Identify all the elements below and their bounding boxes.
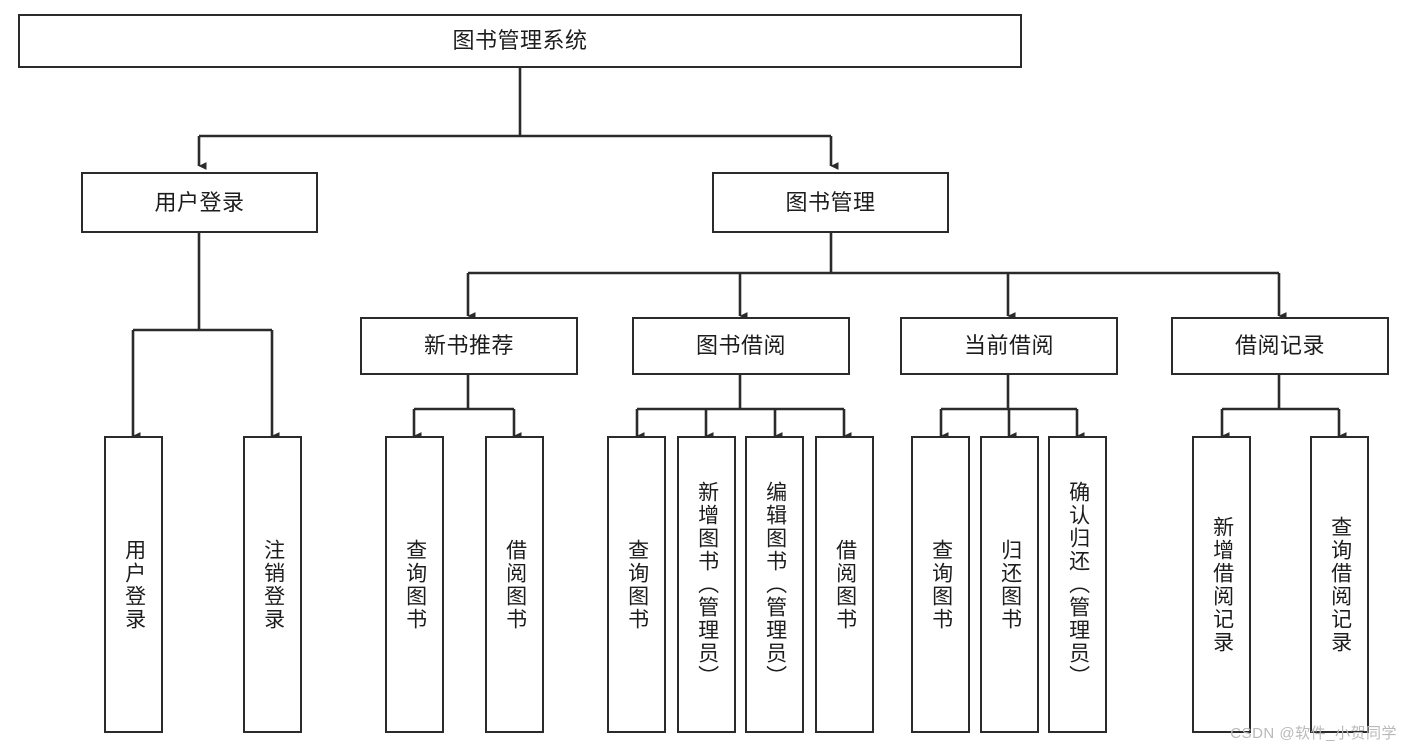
node-leaf-query-book-1[interactable]: 查询图书 — [385, 436, 444, 733]
node-label: 新书推荐 — [423, 333, 514, 359]
node-label: 归还图书 — [998, 538, 1022, 631]
node-label: 新增图书（管理员） — [695, 481, 719, 688]
node-leaf-query-record[interactable]: 查询借阅记录 — [1310, 436, 1369, 733]
node-user-login[interactable]: 用户登录 — [81, 172, 318, 233]
node-root-system[interactable]: 图书管理系统 — [18, 14, 1022, 68]
node-leaf-borrow-book-1[interactable]: 借阅图书 — [485, 436, 544, 733]
node-leaf-user-login[interactable]: 用户登录 — [104, 436, 163, 733]
node-label: 图书管理 — [785, 189, 876, 215]
node-book-borrow[interactable]: 图书借阅 — [632, 317, 850, 375]
node-book-manage[interactable]: 图书管理 — [712, 172, 949, 233]
node-leaf-confirm-return[interactable]: 确认归还（管理员） — [1048, 436, 1107, 733]
connectors — [131, 68, 1347, 440]
node-label: 查询图书 — [403, 538, 427, 631]
node-label: 当前借阅 — [963, 333, 1054, 359]
node-label: 编辑图书（管理员） — [763, 481, 787, 688]
node-leaf-query-book-3[interactable]: 查询图书 — [911, 436, 970, 733]
node-leaf-borrow-book-2[interactable]: 借阅图书 — [815, 436, 874, 733]
node-label: 用户登录 — [154, 189, 245, 215]
node-label: 查询借阅记录 — [1328, 515, 1352, 654]
node-label: 查询图书 — [929, 538, 953, 631]
node-label: 新增借阅记录 — [1210, 515, 1234, 654]
node-leaf-edit-book[interactable]: 编辑图书（管理员） — [745, 436, 804, 733]
node-new-book-recommend[interactable]: 新书推荐 — [360, 317, 578, 375]
node-label: 借阅图书 — [503, 538, 527, 631]
node-leaf-user-logout[interactable]: 注销登录 — [243, 436, 302, 733]
node-leaf-add-book[interactable]: 新增图书（管理员） — [677, 436, 736, 733]
node-label: 借阅记录 — [1234, 333, 1325, 359]
node-label: 图书借阅 — [695, 333, 786, 359]
node-label: 确认归还（管理员） — [1066, 481, 1090, 688]
node-leaf-return-book[interactable]: 归还图书 — [980, 436, 1039, 733]
node-label: 用户登录 — [122, 538, 146, 631]
node-label: 注销登录 — [261, 538, 285, 631]
node-label: 图书管理系统 — [452, 28, 588, 54]
node-leaf-query-book-2[interactable]: 查询图书 — [607, 436, 666, 733]
node-current-borrow[interactable]: 当前借阅 — [900, 317, 1118, 375]
node-label: 查询图书 — [625, 538, 649, 631]
node-borrow-record[interactable]: 借阅记录 — [1171, 317, 1389, 375]
node-label: 借阅图书 — [833, 538, 857, 631]
node-leaf-add-record[interactable]: 新增借阅记录 — [1192, 436, 1251, 733]
